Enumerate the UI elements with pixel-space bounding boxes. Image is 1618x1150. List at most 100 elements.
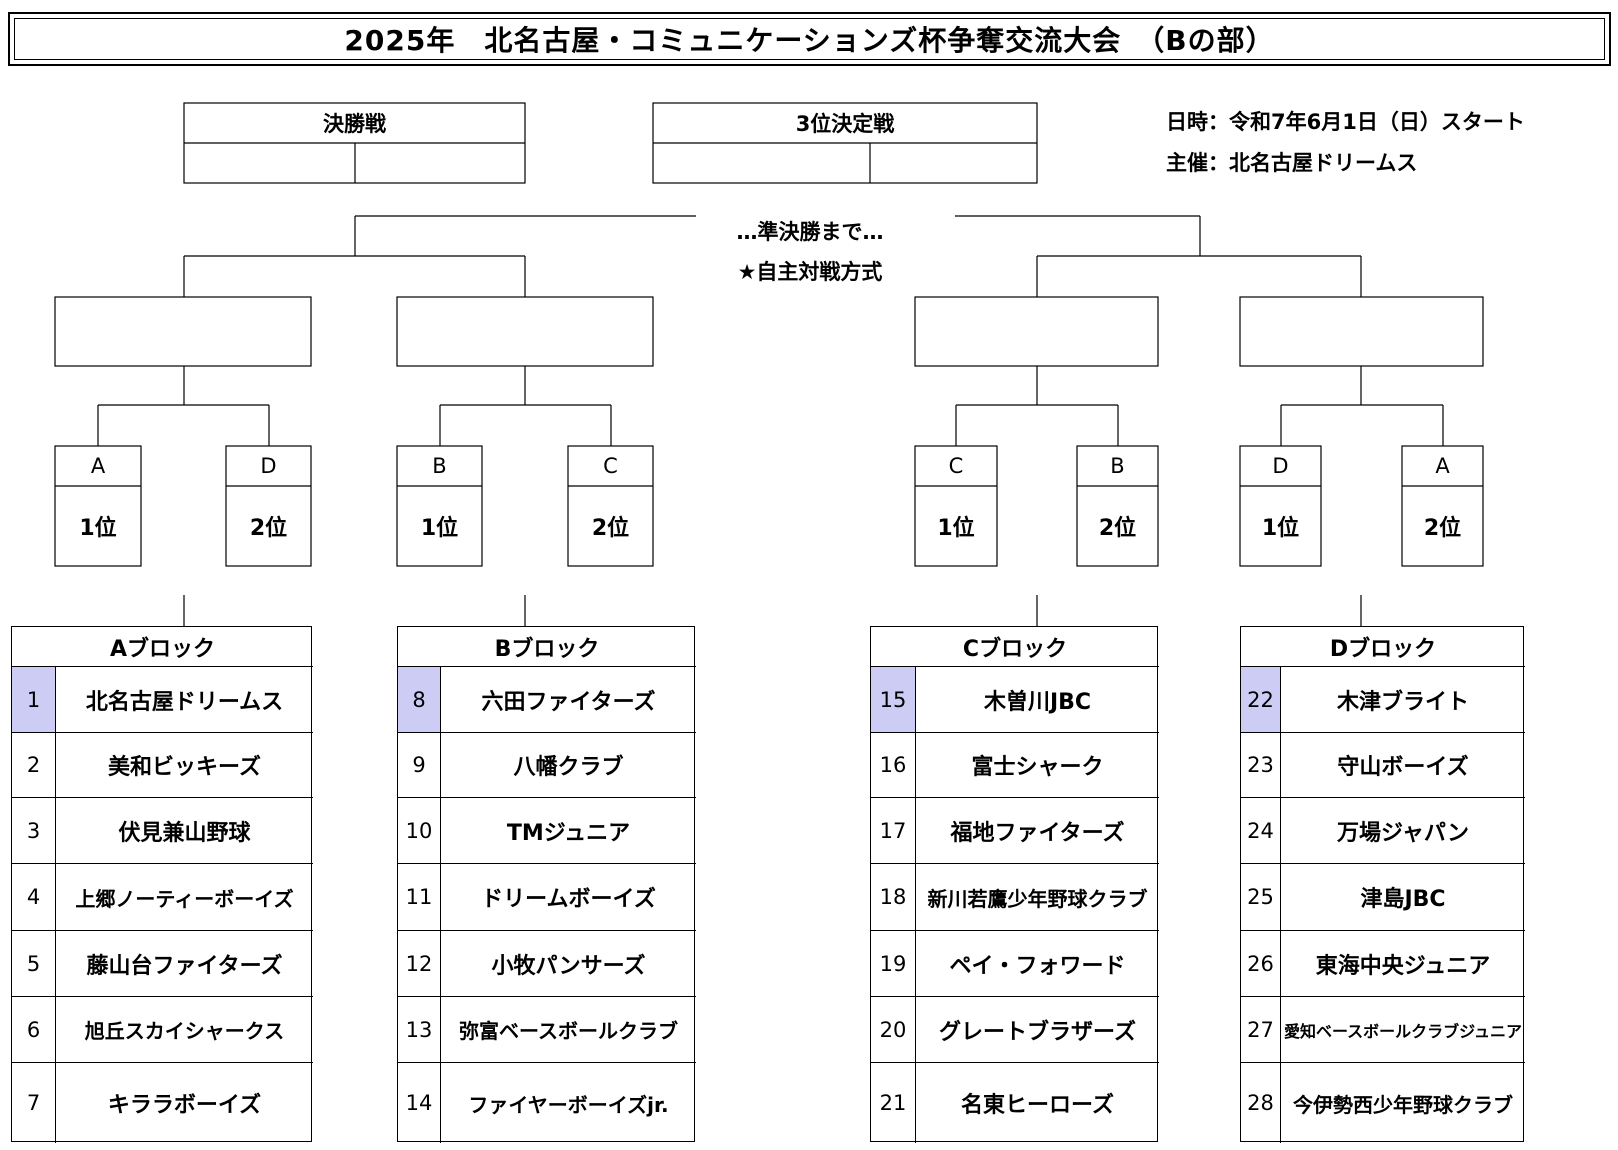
- team-number: 20: [871, 997, 916, 1062]
- slot-5-block: C: [948, 454, 964, 478]
- team-number: 21: [871, 1063, 916, 1143]
- team-name: 上郷ノーティーボーイズ: [75, 886, 294, 911]
- team-number: 1: [12, 667, 56, 732]
- team-name: ペイ・フォワード: [949, 953, 1126, 979]
- team-number: 27: [1241, 997, 1281, 1062]
- slot-6-rank: 2位: [1098, 516, 1137, 541]
- team-number: 13: [398, 997, 441, 1062]
- team-number: 5: [12, 931, 56, 996]
- team-number: 19: [871, 931, 916, 996]
- team-number: 24: [1241, 798, 1281, 863]
- team-number: 28: [1241, 1063, 1281, 1143]
- table-row: 8 六田ファイターズ: [398, 667, 696, 733]
- team-number: 23: [1241, 733, 1281, 797]
- team-number: 22: [1241, 667, 1281, 732]
- team-name: 名東ヒーローズ: [961, 1093, 1114, 1118]
- team-name: 新川若鷹少年野球クラブ: [927, 886, 1148, 911]
- team-number: 15: [871, 667, 916, 732]
- team-number: 11: [398, 864, 441, 930]
- table-row: 11 ドリームボーイズ: [398, 864, 696, 931]
- slot-4-rank: 2位: [591, 516, 630, 541]
- page-title: 2025年 北名古屋・コミュニケーションズ杯争奪交流大会 （Bの部）: [14, 18, 1605, 60]
- team-name: 北名古屋ドリームス: [85, 689, 284, 715]
- team-number: 8: [398, 667, 441, 732]
- final-label: 決勝戦: [323, 112, 386, 136]
- table-row: 13 弥富ベースボールクラブ: [398, 997, 696, 1063]
- team-number: 7: [12, 1063, 56, 1143]
- team-number: 26: [1241, 931, 1281, 996]
- team-name: 福地ファイターズ: [950, 820, 1125, 846]
- note-semifinal: …準決勝まで…: [736, 220, 884, 244]
- slot-3-block: B: [432, 454, 447, 478]
- block-title: Aブロック: [12, 627, 313, 667]
- team-name: 藤山台ファイターズ: [86, 953, 283, 979]
- table-row: 5 藤山台ファイターズ: [12, 931, 313, 997]
- team-number: 10: [398, 798, 441, 863]
- table-row: 2 美和ビッキーズ: [12, 733, 313, 798]
- note-format: ★自主対戦方式: [737, 260, 883, 284]
- team-name: 守山ボーイズ: [1337, 755, 1469, 780]
- team-name: 小牧パンサーズ: [491, 953, 646, 979]
- team-name: 美和ビッキーズ: [108, 755, 261, 780]
- team-name: ファイヤーボーイズjr.: [468, 1092, 669, 1117]
- slot-7-block: D: [1272, 454, 1289, 478]
- table-row: 1 北名古屋ドリームス: [12, 667, 313, 733]
- third-place-label: 3位決定戦: [795, 112, 895, 136]
- team-number: 3: [12, 798, 56, 863]
- table-row: 24 万場ジャパン: [1241, 798, 1525, 864]
- table-row: 28 今伊勢西少年野球クラブ: [1241, 1063, 1525, 1143]
- slot-8-block: A: [1435, 454, 1450, 478]
- team-number: 25: [1241, 864, 1281, 930]
- team-number: 9: [398, 733, 441, 797]
- block-title: Cブロック: [871, 627, 1159, 667]
- team-number: 6: [12, 997, 56, 1062]
- team-name: 万場ジャパン: [1336, 820, 1469, 846]
- table-row: 6 旭丘スカイシャークス: [12, 997, 313, 1063]
- slot-2-rank: 2位: [249, 516, 288, 541]
- slot-3-rank: 1位: [420, 516, 459, 541]
- title-frame: [8, 12, 1611, 66]
- slot-1-rank: 1位: [79, 516, 117, 541]
- team-name: 弥富ベースボールクラブ: [459, 1019, 678, 1043]
- team-number: 2: [12, 733, 56, 797]
- slot-4-block: C: [603, 454, 618, 478]
- team-name: 伏見兼山野球: [118, 820, 251, 846]
- event-organizer: 主催：北名古屋ドリームス: [1166, 151, 1418, 175]
- table-row: 7 キララボーイズ: [12, 1063, 313, 1143]
- block-title: Bブロック: [398, 627, 696, 667]
- team-name: 富士シャーク: [971, 755, 1104, 780]
- team-name: ドリームボーイズ: [481, 887, 656, 912]
- table-row: 19 ペイ・フォワード: [871, 931, 1159, 997]
- team-name: グレートブラザーズ: [939, 1019, 1136, 1045]
- slot-5-rank: 1位: [937, 516, 975, 541]
- team-name: キララボーイズ: [107, 1093, 262, 1118]
- team-name: 今伊勢西少年野球クラブ: [1293, 1092, 1513, 1117]
- table-row: 21 名東ヒーローズ: [871, 1063, 1159, 1143]
- team-name: 旭丘スカイシャークス: [84, 1019, 285, 1043]
- slot-2-block: D: [260, 454, 277, 478]
- table-row: 25 津島JBC: [1241, 864, 1525, 931]
- table-row: 15 木曽川JBC: [871, 667, 1159, 733]
- team-name: 津島JBC: [1360, 887, 1446, 912]
- team-name: TMジュニア: [506, 820, 631, 846]
- table-row: 10 TMジュニア: [398, 798, 696, 864]
- team-number: 14: [398, 1063, 441, 1143]
- table-row: 23 守山ボーイズ: [1241, 733, 1525, 798]
- slot-1-block: A: [90, 454, 106, 478]
- event-datetime: 日時：令和7年6月1日（日）スタート: [1166, 110, 1525, 134]
- table-row: 14 ファイヤーボーイズjr.: [398, 1063, 696, 1143]
- slot-7-rank: 1位: [1261, 516, 1300, 541]
- team-name: 木曽川JBC: [983, 689, 1092, 715]
- team-name: 六田ファイターズ: [481, 689, 656, 715]
